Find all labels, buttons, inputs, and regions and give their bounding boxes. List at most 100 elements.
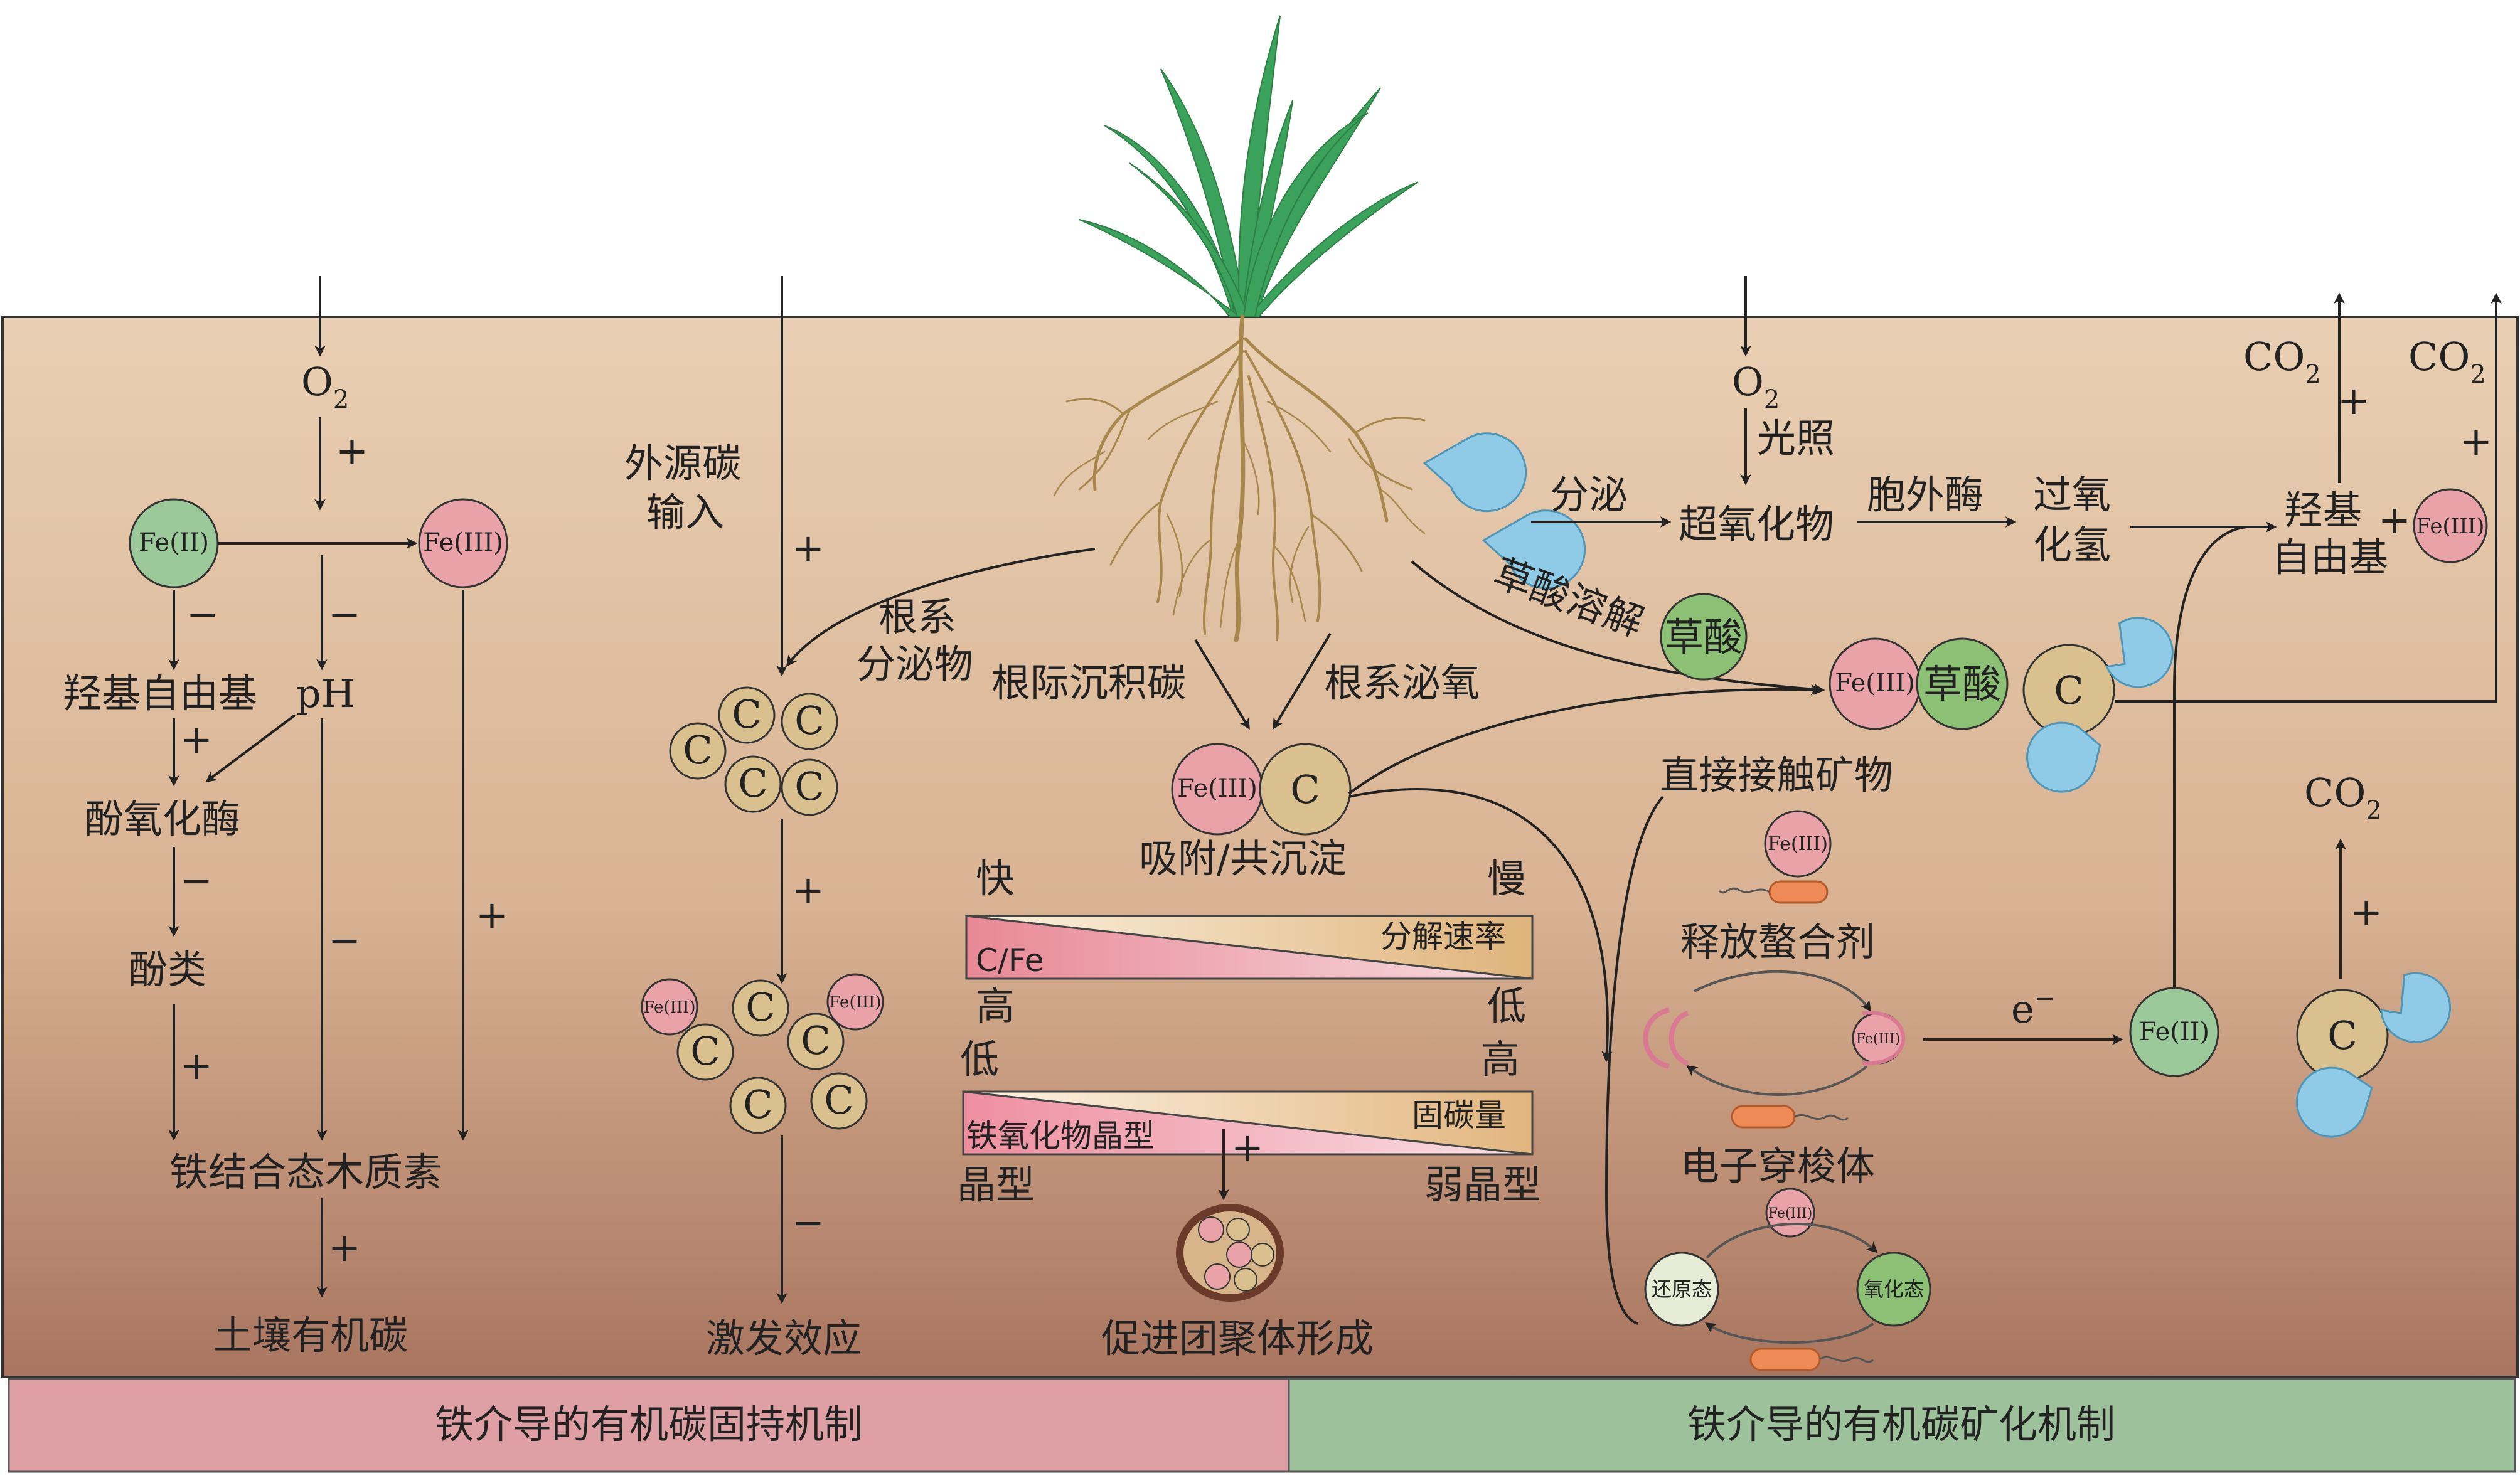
mineralization-mechanism-title: 铁介导的有机碳矿化机制	[1687, 1401, 2115, 1447]
svg-text:Fe(III): Fe(III)	[643, 998, 695, 1017]
fe2-label: Fe(II)	[139, 528, 209, 557]
low-label: 低	[1487, 983, 1526, 1029]
plus-sign: +	[476, 892, 508, 938]
soil-organic-carbon-label: 土壤有机碳	[213, 1312, 408, 1358]
adsorption-coprecipitation-label: 吸附/共沉淀	[1139, 836, 1347, 881]
extracellular-enzyme-label: 胞外酶	[1867, 472, 1983, 518]
priming-effect-label: 激发效应	[706, 1316, 862, 1361]
hydroxyl-radical-label-right: 羟基	[2284, 487, 2362, 533]
oxalic-acid-label: 草酸	[1665, 614, 1743, 660]
carbon-fixation-label: 固碳量	[1412, 1097, 1506, 1134]
enzyme-pacman-icon	[2026, 617, 2174, 793]
fe-bound-lignin-label: 铁结合态木质素	[169, 1149, 442, 1195]
rhizo-deposited-carbon-label: 根际沉积碳	[991, 660, 1186, 706]
low-label-2: 低	[960, 1036, 999, 1082]
ph-label: pH	[296, 671, 355, 716]
reduced-state-label: 还原态	[1652, 1277, 1712, 1301]
svg-text:C: C	[732, 691, 761, 737]
carbon-circle	[1259, 743, 1352, 836]
fe3-circle	[418, 498, 508, 588]
chelator-cycle	[1686, 970, 1872, 1096]
enzyme-pacman-icon	[2296, 972, 2452, 1138]
plus-sign: +	[328, 1225, 361, 1270]
fe3-label: Fe(III)	[1856, 1031, 1900, 1047]
electron-shuttle-label: 电子穿梭体	[1680, 1143, 1875, 1189]
plus-sign: +	[180, 1043, 213, 1088]
fe3-label: Fe(III)	[1835, 669, 1915, 698]
minus-sign: −	[328, 917, 361, 963]
iron-oxide-crystal-label: 铁氧化物晶型	[966, 1118, 1155, 1154]
minus-sign: −	[180, 858, 213, 903]
plus-sign: +	[2378, 497, 2411, 543]
crystalline-label: 晶型	[957, 1162, 1035, 1208]
fe2-circle	[2129, 987, 2219, 1077]
exogenous-carbon-label: 外源碳	[624, 440, 741, 486]
svg-text:C: C	[690, 1028, 720, 1074]
decomposition-rate-wedge	[965, 915, 1534, 980]
plus-sign: +	[792, 525, 825, 571]
oxidized-state-label: 氧化态	[1864, 1277, 1924, 1301]
svg-text:C: C	[738, 760, 767, 806]
svg-text:C: C	[794, 763, 824, 809]
secrete-label: 分泌	[1550, 472, 1628, 518]
fe3-circle	[2413, 488, 2488, 563]
fe3-label: Fe(III)	[1768, 833, 1828, 855]
oxalic-acid-label: 草酸	[1923, 661, 2001, 707]
sequestration-mechanism-title: 铁介导的有机碳固持机制	[435, 1401, 863, 1447]
rice-plant-icon	[1079, 15, 1419, 317]
exogenous-carbon-label-2: 输入	[646, 489, 724, 535]
slow-label: 慢	[1487, 856, 1526, 901]
decomposition-rate-label: 分解速率	[1380, 918, 1506, 955]
direct-contact-label: 直接接触矿物	[1660, 752, 1893, 798]
carbon-cluster: C C C C C	[669, 686, 838, 816]
oxidized-state-circle	[1856, 1252, 1931, 1327]
root-exudates-label-2: 分泌物	[857, 641, 973, 687]
root-oxygen-label: 根系泌氧	[1324, 660, 1480, 706]
fe2-circle	[129, 498, 219, 588]
bottom-bar-left	[8, 1378, 1290, 1473]
carbon-label: C	[2327, 1013, 2357, 1058]
o2-label-right: O2	[1732, 359, 1780, 414]
soil-background	[1, 316, 2519, 1378]
co2-label: CO2	[2243, 334, 2321, 389]
weakly-crystalline-label: 弱晶型	[1424, 1162, 1541, 1208]
svg-text:C: C	[824, 1077, 853, 1123]
enzyme-pacman-icon	[1423, 432, 1586, 590]
svg-text:C: C	[683, 727, 712, 773]
plus-sign: +	[2350, 889, 2383, 935]
carbon-label: C	[2054, 667, 2083, 713]
light-label: 光照	[1757, 415, 1835, 461]
fe3-label: Fe(III)	[2416, 514, 2485, 539]
svg-text:C: C	[745, 984, 775, 1030]
fast-label: 快	[976, 856, 1015, 901]
svg-text:C: C	[794, 698, 824, 743]
minus-sign: −	[792, 1199, 825, 1245]
bacterium-icon	[1749, 1348, 1874, 1371]
hydroxyl-radical-label: 羟基自由基	[63, 671, 257, 716]
phenols-label: 酚类	[129, 947, 206, 992]
plus-sign: +	[792, 867, 825, 913]
cfe-label: C/Fe	[976, 942, 1044, 979]
o2-label-left: O2	[301, 359, 349, 414]
oxalic-acid-circle	[1660, 593, 1748, 681]
chelator-icon	[1643, 1007, 1689, 1069]
electron-label: e−	[2011, 984, 2055, 1032]
high-label-2: 高	[1481, 1036, 1520, 1082]
superoxide-label: 超氧化物	[1679, 501, 1834, 547]
svg-text:C: C	[743, 1082, 772, 1127]
bacterium-icon	[1718, 880, 1829, 904]
high-label: 高	[976, 983, 1015, 1029]
fe3-circle	[1764, 810, 1832, 878]
release-chelator-label: 释放螯合剂	[1680, 919, 1875, 965]
plus-sign: +	[336, 428, 368, 474]
plus-sign: +	[2460, 418, 2492, 464]
minus-sign: −	[186, 591, 219, 637]
root-exudates-label: 根系	[878, 594, 956, 640]
co2-label-3: CO2	[2304, 770, 2382, 825]
carbon-iron-cluster: Fe(III) Fe(III) C C C C C	[641, 973, 884, 1134]
fe3-label: Fe(III)	[1768, 1206, 1812, 1221]
plus-sign: +	[2337, 378, 2370, 423]
hydrogen-peroxide-label-2: 化氢	[2033, 522, 2111, 568]
